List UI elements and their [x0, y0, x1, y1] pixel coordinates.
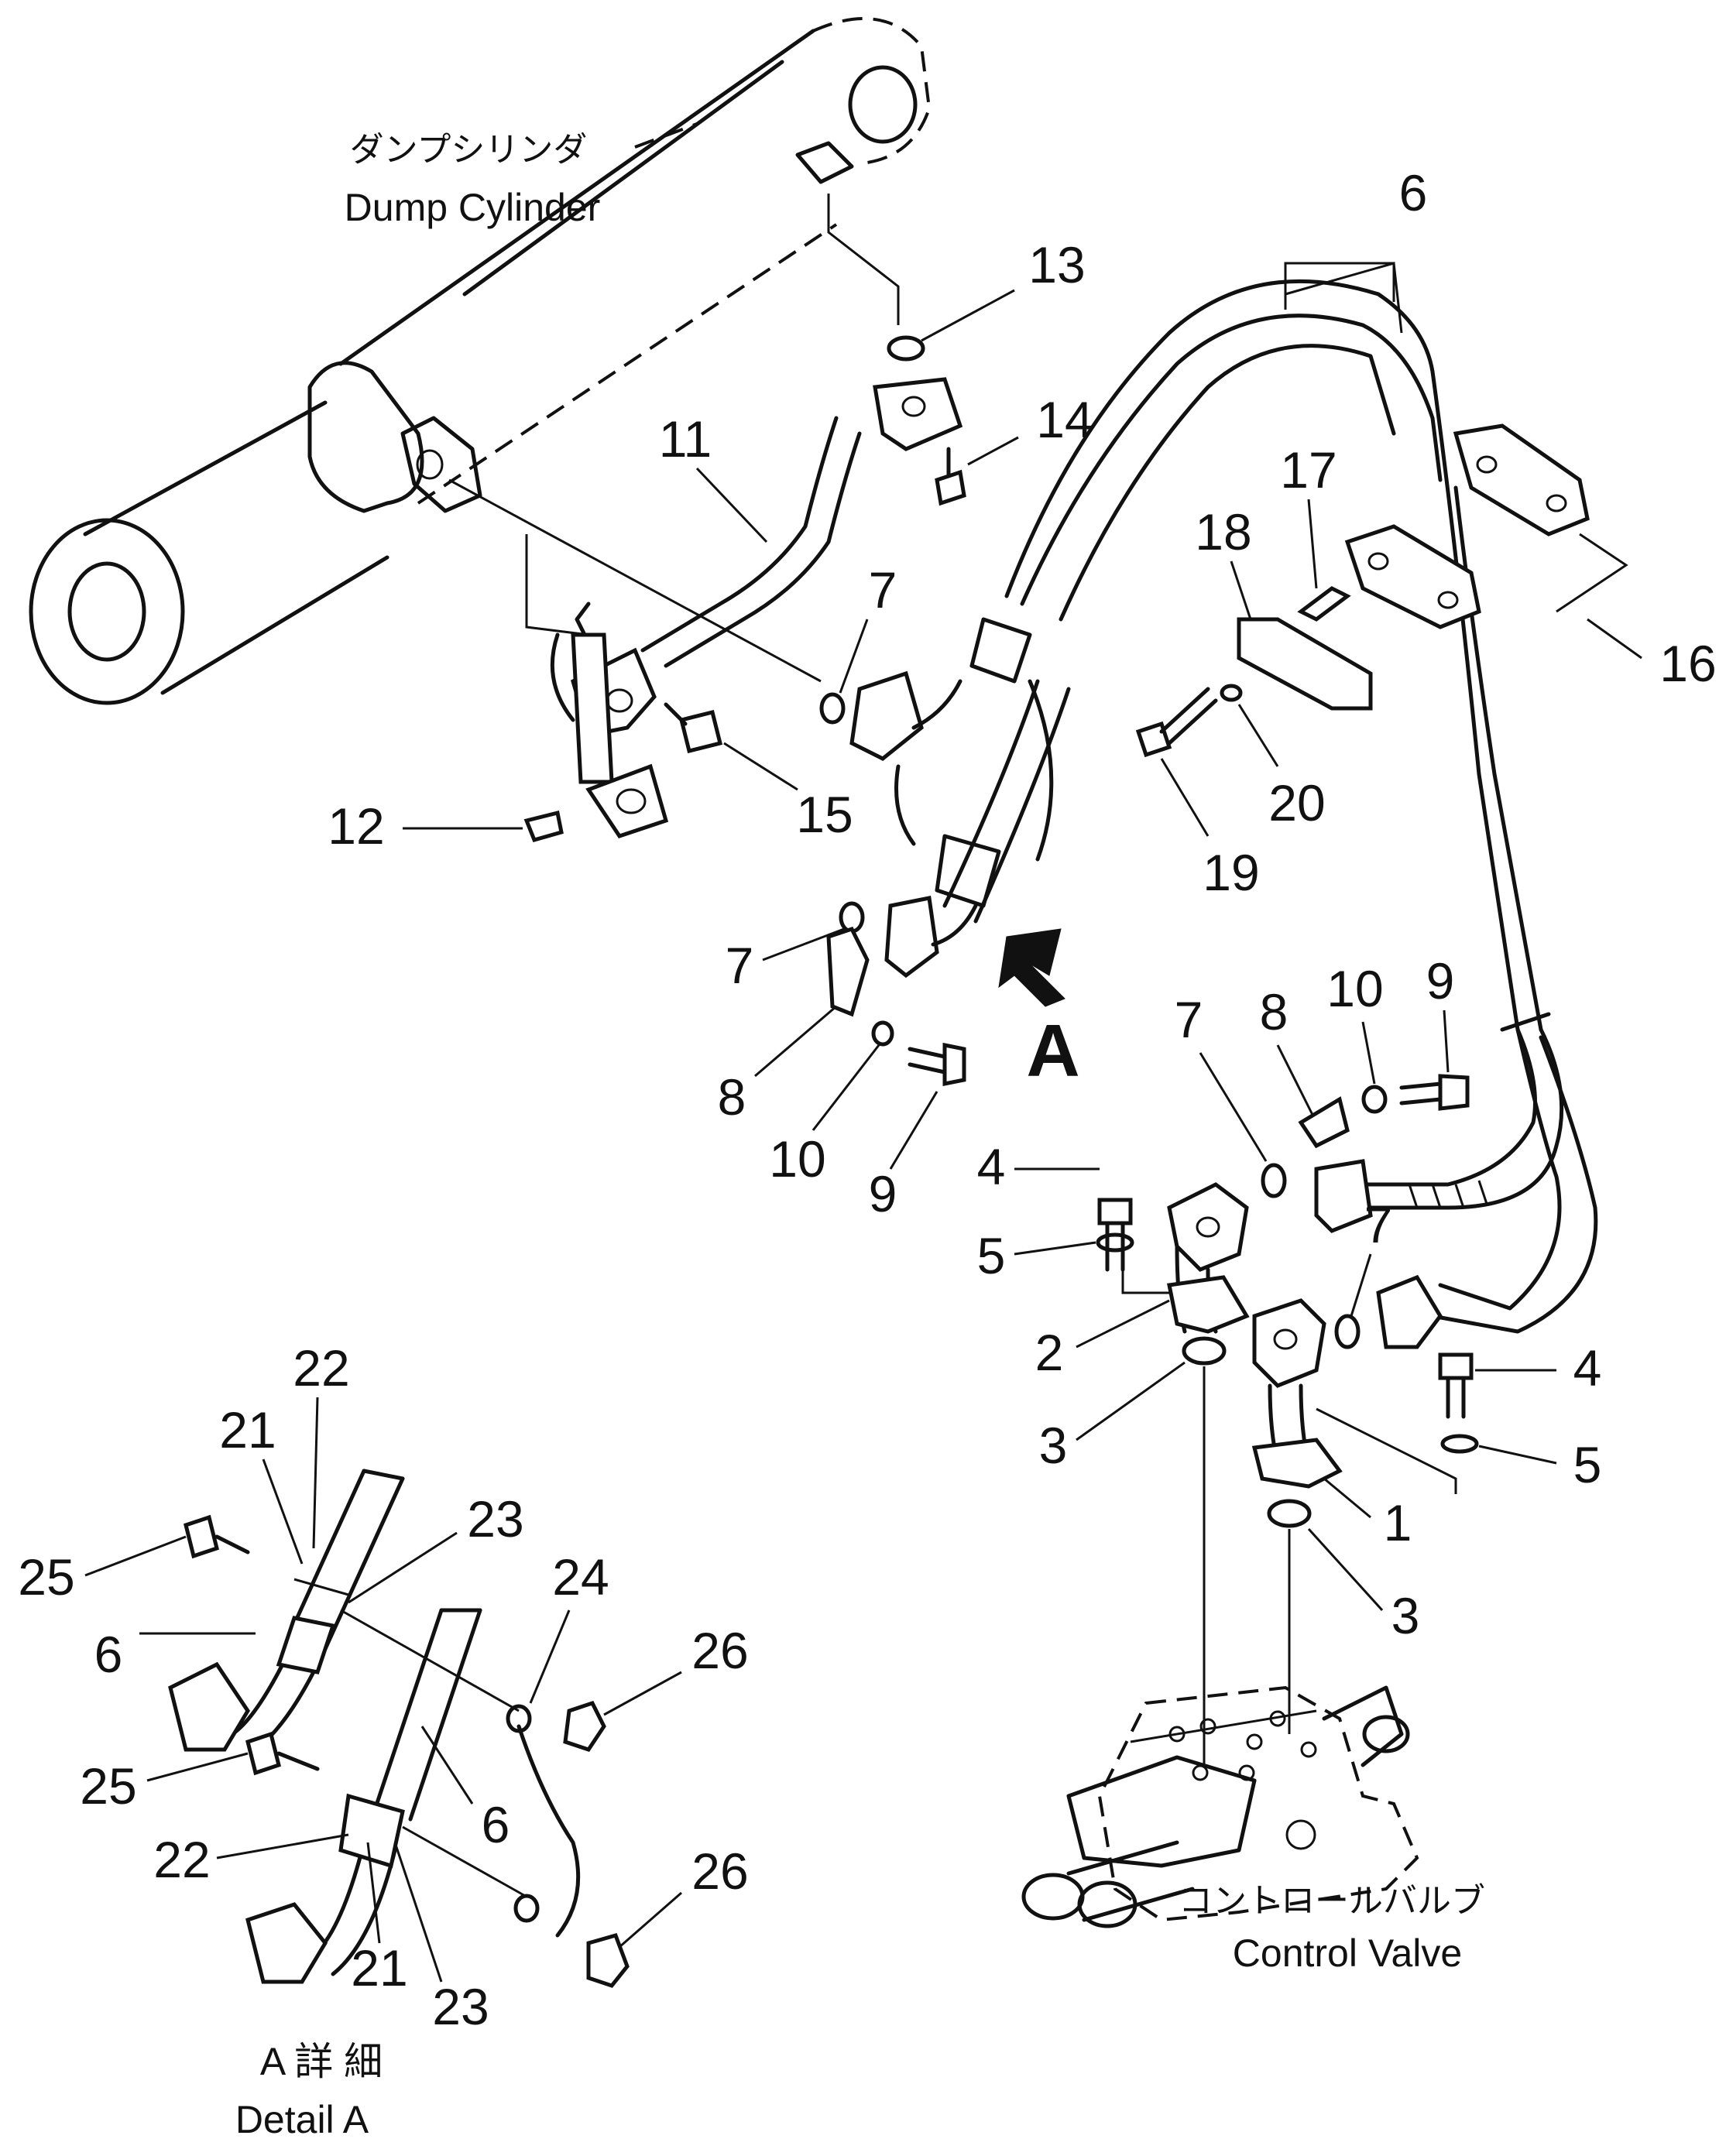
clamp-guide-line: [525, 534, 589, 636]
callout-7-d: 7: [1364, 1196, 1393, 1253]
split-flange-16: [1344, 423, 1628, 629]
control-valve-label-jp: コントロールバルブ: [1179, 1881, 1485, 1921]
callout-8-b: 8: [1260, 983, 1288, 1040]
callout-3-a: 3: [1039, 1417, 1068, 1474]
callout-20: 20: [1268, 774, 1325, 831]
callout-detail-21-b: 21: [351, 1939, 407, 1997]
callout-4-b: 4: [1573, 1339, 1602, 1397]
view-arrow-label: A: [1026, 1009, 1079, 1092]
callout-7-b: 7: [726, 937, 754, 994]
pin-17: [1297, 586, 1351, 622]
callout-15: 15: [796, 786, 853, 843]
callout-detail-26-b: 26: [691, 1842, 748, 1900]
dump-cylinder-leader: [634, 122, 698, 149]
callout-10-a: 10: [769, 1130, 825, 1188]
callout-8-a: 8: [718, 1068, 746, 1126]
callout-18: 18: [1195, 503, 1251, 560]
o-ring-3-b: [1267, 1499, 1312, 1528]
callout-6-bracket: [1284, 262, 1395, 302]
callout-detail-26-a: 26: [691, 1622, 748, 1679]
dump-cylinder: [29, 17, 932, 705]
detail-a: [168, 1469, 630, 1988]
callout-5-a: 5: [977, 1227, 1006, 1284]
washer-10-a: [871, 1020, 894, 1047]
washer-10-b: [1361, 1085, 1388, 1114]
half-clamp-8-a: [826, 926, 870, 1017]
half-clamp-8-b: [1298, 1096, 1350, 1149]
callout-detail-23-a: 23: [467, 1490, 523, 1548]
bolt-14: [935, 447, 966, 506]
detail-title-en: Detail A: [235, 2098, 369, 2141]
port-guide-line-2: [827, 194, 900, 325]
washer-5-a: [1096, 1232, 1134, 1253]
elbow-1: [1251, 1298, 1343, 1489]
elbow-2: [1167, 1182, 1250, 1334]
callout-9-b: 9: [1426, 952, 1455, 1009]
callout-19: 19: [1203, 844, 1259, 901]
callout-12: 12: [328, 797, 384, 855]
callout-7-c: 7: [1175, 991, 1203, 1048]
callout-1: 1: [1384, 1494, 1412, 1551]
callout-detail-25-b: 25: [80, 1757, 136, 1815]
callout-13: 13: [1028, 236, 1085, 293]
o-ring-3-a: [1182, 1336, 1227, 1366]
o-ring-7-c: [1261, 1163, 1287, 1198]
hose-right: [1314, 1012, 1598, 1349]
bolt-9-a: [908, 1042, 966, 1087]
o-ring-7-a: [819, 692, 846, 725]
callout-detail-21-a: 21: [219, 1401, 276, 1458]
dump-cylinder-label-jp: ダンプシリンダ: [350, 130, 588, 170]
bolt-19: [1135, 687, 1218, 758]
dump-cylinder-label-en: Dump Cylinder: [345, 186, 601, 229]
callout-5-b: 5: [1573, 1436, 1602, 1493]
callout-2: 2: [1035, 1324, 1064, 1381]
detail-title-jp: A 詳 細: [260, 2040, 383, 2083]
callout-6: 6: [1399, 164, 1428, 221]
bolt-4-a: [1097, 1198, 1133, 1272]
bolt-9-b: [1399, 1074, 1470, 1111]
callout-detail-23-b: 23: [432, 1978, 489, 2035]
callout-detail-22-a: 22: [293, 1339, 349, 1397]
callout-10-b: 10: [1326, 960, 1383, 1017]
bolt-15: [664, 702, 723, 754]
control-valve: [1021, 1685, 1419, 1928]
view-arrow-a: [998, 928, 1065, 1007]
callout-9-a: 9: [869, 1165, 897, 1222]
control-valve-label-en: Control Valve: [1233, 1931, 1462, 1975]
callout-detail-6-a: 6: [94, 1626, 123, 1683]
hose-6: [849, 279, 1543, 1032]
callout-detail-6-b: 6: [482, 1796, 510, 1853]
o-ring-7-d: [1334, 1314, 1361, 1349]
callout-4-a: 4: [977, 1138, 1006, 1195]
washer-20: [1220, 684, 1243, 702]
tube-12-clamp: [523, 632, 669, 843]
callout-11: 11: [659, 410, 712, 468]
washer-5-b: [1440, 1434, 1479, 1454]
callout-17: 17: [1280, 441, 1337, 499]
callout-detail-24: 24: [552, 1548, 609, 1606]
callout-detail-25-a: 25: [18, 1548, 74, 1606]
o-ring-13: [887, 335, 925, 362]
plate-18: [1237, 617, 1373, 711]
bolt-4-b: [1438, 1352, 1474, 1419]
port-guide-line-1: [448, 478, 822, 683]
callout-3-b: 3: [1391, 1587, 1420, 1644]
callout-detail-22-b: 22: [153, 1831, 210, 1888]
callout-7-a: 7: [869, 561, 897, 619]
callout-14: 14: [1036, 391, 1093, 448]
callouts: 1 2 3 3 4 4 5 5 6 7 7 7 7 8 8: [18, 164, 1716, 2035]
callout-16: 16: [1659, 635, 1716, 692]
